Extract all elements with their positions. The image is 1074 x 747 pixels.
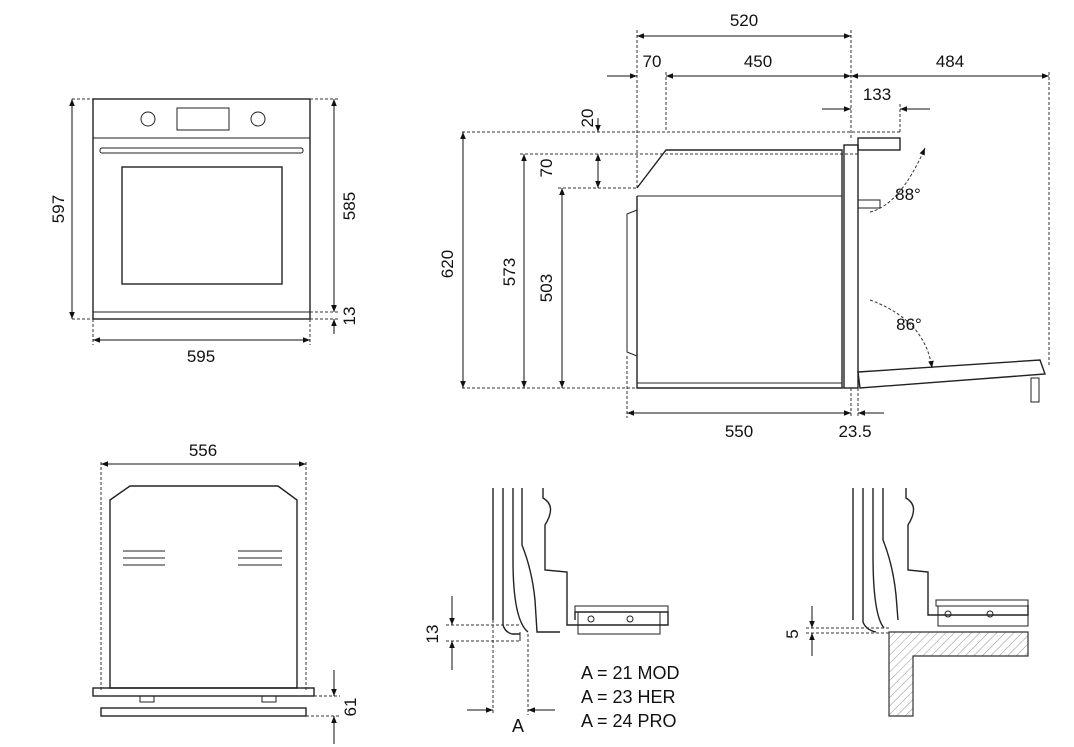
- dim-520: 520: [730, 11, 758, 30]
- cabinet-shelf-hatched: [888, 631, 1029, 717]
- detail-b: 5: [783, 488, 1029, 717]
- display-window: [176, 107, 230, 131]
- dim-70-step: 70: [537, 159, 556, 178]
- rear-bump: [626, 209, 638, 357]
- vent-left-icon: [123, 550, 165, 566]
- oven-frame-profile: [542, 488, 669, 626]
- base-plate: [92, 687, 315, 697]
- dim-70-top: 70: [643, 52, 662, 71]
- hinge-bracket: [577, 611, 661, 635]
- dim-484: 484: [936, 52, 964, 71]
- door-foot: [1030, 377, 1040, 403]
- note-a-pro: A = 24 PRO: [581, 711, 677, 731]
- dim-503: 503: [537, 274, 556, 302]
- door-window: [121, 166, 283, 285]
- detail-a: 13 A A = 21 MOD A = 23 HER A = 24 PRO: [423, 488, 680, 736]
- top-handle: [857, 137, 901, 151]
- side-view: 520 70 450 484 133 88° 86°: [438, 11, 1050, 441]
- dim-23-5: 23.5: [838, 422, 871, 441]
- note-a-her: A = 23 HER: [581, 687, 676, 707]
- dim-556: 556: [189, 441, 217, 460]
- angle-86: 86°: [896, 315, 922, 334]
- oven-frame-profile-b: [905, 488, 1029, 616]
- note-a-mod: A = 21 MOD: [581, 663, 680, 683]
- dim-573: 573: [500, 258, 519, 286]
- front-view: 597 585 13 595: [49, 98, 359, 366]
- label-a: A: [512, 716, 524, 736]
- dim-620: 620: [438, 250, 457, 278]
- foot-right: [261, 695, 277, 703]
- door-side: [843, 144, 859, 389]
- oven-side-body: [636, 149, 843, 389]
- dim-61: 61: [341, 698, 360, 717]
- base-frame: [100, 707, 307, 717]
- oven-rear-outline: [109, 485, 298, 689]
- dim-20: 20: [578, 109, 597, 128]
- foot-left: [139, 695, 155, 703]
- hinge-bracket-b: [937, 605, 1029, 627]
- dim-550: 550: [725, 422, 753, 441]
- vent-right-icon: [238, 550, 282, 566]
- dim-585: 585: [340, 192, 359, 220]
- open-door: [857, 359, 1046, 389]
- dim-13-detail: 13: [423, 625, 442, 644]
- dim-13-front: 13: [340, 307, 359, 326]
- dim-133: 133: [863, 85, 891, 104]
- dim-450: 450: [744, 52, 772, 71]
- right-knob-icon: [250, 111, 266, 127]
- door-handle: [99, 147, 304, 154]
- left-knob-icon: [140, 111, 156, 127]
- handle-upper: [857, 199, 881, 209]
- dim-597: 597: [49, 195, 68, 223]
- dim-5: 5: [783, 629, 802, 638]
- dim-595: 595: [187, 347, 215, 366]
- rear-view: 556 61: [92, 441, 360, 744]
- angle-88: 88°: [895, 185, 921, 204]
- oven-front-outline: [92, 98, 311, 320]
